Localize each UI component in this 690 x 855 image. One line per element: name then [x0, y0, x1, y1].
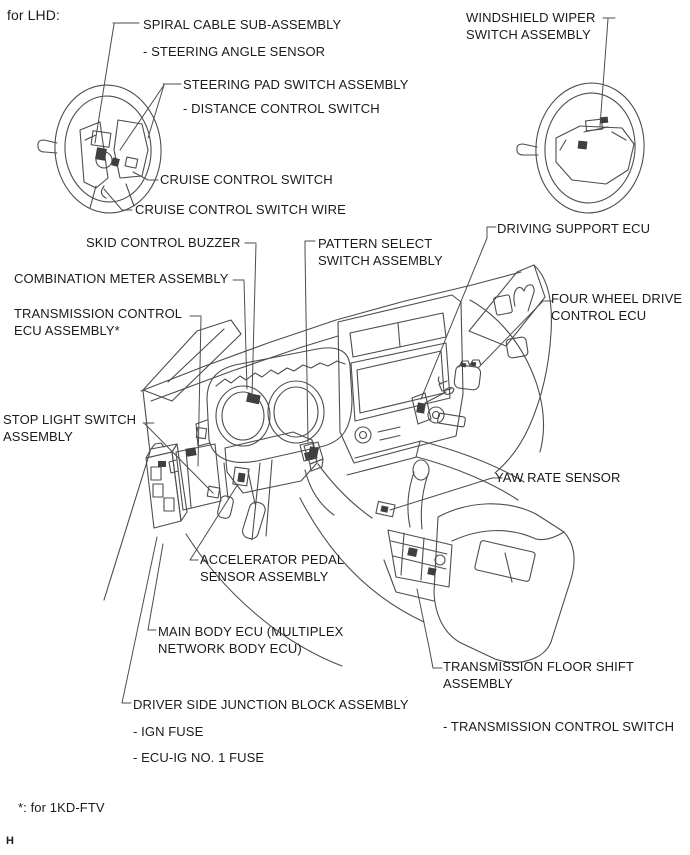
- label-stop-light-switch: STOP LIGHT SWITCH ASSEMBLY: [3, 412, 137, 444]
- pattern-select-part: [303, 441, 324, 472]
- label-driving-support-ecu: DRIVING SUPPORT ECU: [497, 221, 651, 236]
- shifter-assembly: [375, 459, 453, 602]
- label-spiral-cable: SPIRAL CABLE SUB-ASSEMBLY: [143, 17, 342, 32]
- center-stack: [337, 294, 464, 464]
- label-accelerator-pedal-sensor: ACCELERATOR PEDAL SENSOR ASSEMBLY: [200, 552, 345, 584]
- label-cruise-control-switch-wire: CRUISE CONTROL SWITCH WIRE: [135, 202, 346, 217]
- stop-light-switch-part: [206, 485, 221, 499]
- left-steering-wheel: [37, 84, 162, 214]
- label-steering-angle-sensor: - STEERING ANGLE SENSOR: [143, 44, 326, 59]
- fwd-ecu-part: [437, 359, 482, 392]
- driving-support-part: [411, 387, 455, 425]
- label-yaw-rate-sensor: YAW RATE SENSOR: [495, 470, 621, 485]
- label-driver-side-junction-block: DRIVER SIDE JUNCTION BLOCK ASSEMBLY: [133, 697, 409, 712]
- page-marker: H: [6, 835, 15, 847]
- label-transmission-floor-shift: TRANSMISSION FLOOR SHIFT ASSEMBLY: [443, 659, 634, 691]
- label-windshield-wiper-switch: WINDSHIELD WIPER SWITCH ASSEMBLY: [466, 10, 596, 42]
- label-main-body-ecu: MAIN BODY ECU (MULTIPLEX NETWORK BODY EC…: [158, 624, 344, 656]
- label-ecu-ig-fuse: - ECU-IG NO. 1 FUSE: [133, 750, 265, 765]
- instrument-cluster: [195, 347, 353, 463]
- console: [433, 503, 575, 663]
- junction-block-part: [145, 442, 188, 529]
- yaw-rate-sensor-part: [375, 500, 396, 518]
- label-steering-pad-switch: STEERING PAD SWITCH ASSEMBLY: [183, 77, 409, 92]
- label-combination-meter: COMBINATION METER ASSEMBLY: [14, 271, 229, 286]
- skid-control-buzzer-part: [246, 392, 261, 405]
- label-distance-control-switch: - DISTANCE CONTROL SWITCH: [183, 101, 380, 116]
- right-steering-wheel: [516, 82, 645, 214]
- label-cruise-control-switch: CRUISE CONTROL SWITCH: [160, 172, 333, 187]
- transmission-ecu-part: [168, 443, 222, 511]
- footnote: *: for 1KD-FTV: [18, 800, 105, 815]
- label-transmission-control-switch: - TRANSMISSION CONTROL SWITCH: [443, 719, 675, 734]
- label-four-wheel-drive-ecu: FOUR WHEEL DRIVE CONTROL ECU: [551, 291, 683, 323]
- column-and-pedals: [206, 431, 318, 540]
- leader-lines: [94, 17, 616, 704]
- label-transmission-control-ecu: TRANSMISSION CONTROL ECU ASSEMBLY*: [14, 306, 183, 338]
- accelerator-pedal-part: [241, 501, 266, 540]
- label-pattern-select-switch: PATTERN SELECT SWITCH ASSEMBLY: [318, 236, 443, 268]
- label-skid-control-buzzer: SKID CONTROL BUZZER: [86, 235, 241, 250]
- variant-label: for LHD:: [7, 7, 60, 23]
- dashboard: [103, 264, 552, 667]
- label-ign-fuse: - IGN FUSE: [133, 724, 204, 739]
